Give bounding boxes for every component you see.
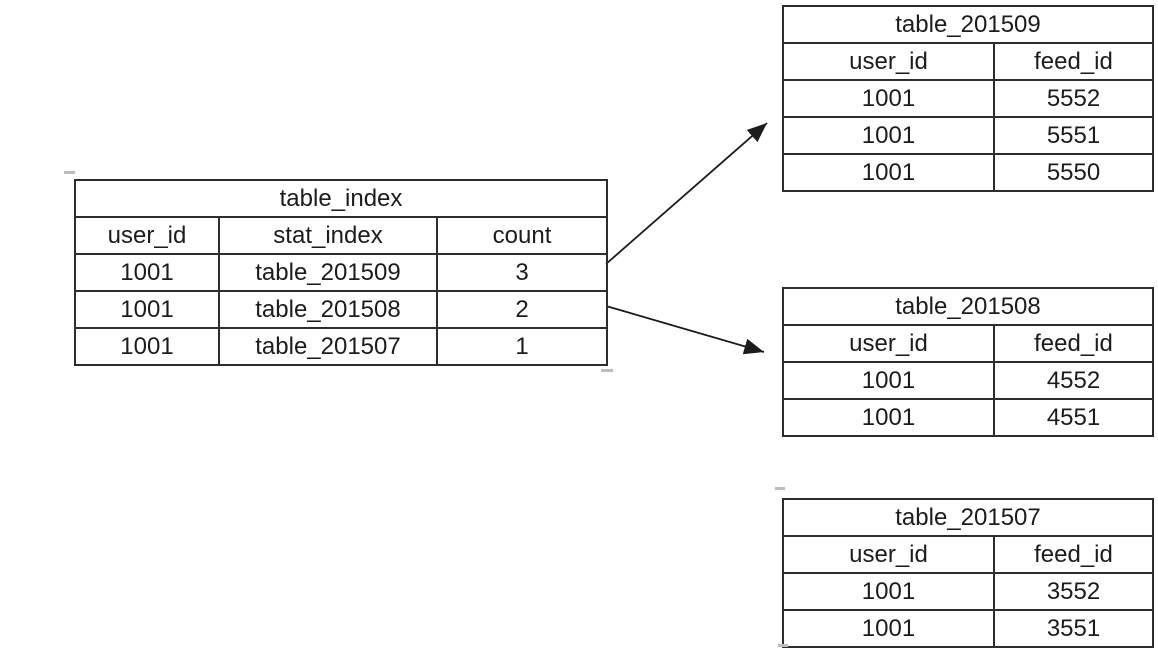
table-title: table_index — [73, 179, 609, 218]
cell: 5550 — [992, 153, 1155, 192]
title-row: table_201508 — [781, 287, 1155, 326]
arrow-table_201508 — [605, 305, 765, 355]
artifact-mark — [775, 487, 785, 490]
column-header: feed_id — [992, 42, 1155, 81]
column-header: stat_index — [218, 216, 438, 255]
column-header: feed_id — [992, 324, 1155, 363]
cell: 1001 — [782, 361, 995, 400]
cell: 1001 — [782, 79, 995, 118]
cell: 1001 — [782, 609, 995, 648]
cell: 2 — [435, 290, 609, 329]
cell: 5551 — [992, 116, 1155, 155]
cell: 4551 — [992, 398, 1155, 437]
column-header: user_id — [782, 535, 995, 574]
cell: table_201509 — [218, 253, 438, 292]
column-header: user_id — [782, 324, 995, 363]
cell: 3552 — [992, 572, 1155, 611]
title-row: table_201509 — [781, 5, 1155, 44]
cell: table_201507 — [218, 327, 438, 366]
cell: 5552 — [992, 79, 1155, 118]
column-header: count — [435, 216, 609, 255]
table-title: table_201508 — [781, 287, 1155, 326]
column-header: user_id — [782, 42, 995, 81]
title-row: table_index — [73, 179, 609, 218]
column-header: feed_id — [992, 535, 1155, 574]
title-row: table_201507 — [781, 498, 1155, 537]
artifact-mark — [601, 369, 613, 372]
cell: 4552 — [992, 361, 1155, 400]
cell: 1001 — [782, 116, 995, 155]
cell: table_201508 — [218, 290, 438, 329]
cell: 1 — [435, 327, 609, 366]
cell: 1001 — [782, 572, 995, 611]
cell: 1001 — [74, 253, 220, 292]
cell: 1001 — [782, 398, 995, 437]
artifact-mark — [778, 644, 788, 647]
table-title: table_201509 — [781, 5, 1155, 44]
cell: 3551 — [992, 609, 1155, 648]
cell: 1001 — [782, 153, 995, 192]
cell: 1001 — [74, 327, 220, 366]
artifact-mark — [64, 171, 75, 174]
arrow-table_201509 — [605, 122, 768, 265]
cell: 1001 — [74, 290, 220, 329]
cell: 3 — [435, 253, 609, 292]
column-header: user_id — [74, 216, 220, 255]
table-title: table_201507 — [781, 498, 1155, 537]
